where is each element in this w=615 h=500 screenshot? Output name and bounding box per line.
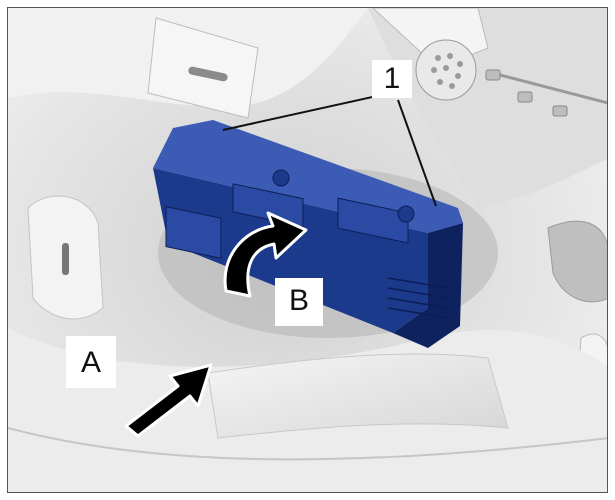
mounting-pin-left	[272, 169, 290, 187]
bracket-slot	[188, 66, 228, 82]
vent-lines	[387, 277, 449, 319]
push-arrow-a-icon	[124, 363, 213, 438]
control-unit-end	[393, 223, 463, 348]
callout-1-leaders	[222, 93, 437, 207]
grille-holes	[431, 53, 463, 89]
left-bracket-slot	[62, 243, 69, 275]
arrow-callout-b: B	[275, 278, 323, 326]
rotate-arrow-b-icon	[223, 211, 308, 298]
wiring-connectors	[485, 69, 607, 117]
illustration-frame	[7, 7, 608, 493]
mounting-pin-right	[397, 205, 415, 223]
illustration-canvas	[8, 8, 607, 492]
mounting-bracket-upper	[147, 17, 259, 119]
connector-ribs	[165, 183, 409, 259]
control-unit-top	[153, 120, 463, 233]
panel-rib	[207, 353, 509, 439]
panel-edge-line	[8, 427, 607, 461]
control-unit-front	[153, 168, 428, 333]
access-hole-right	[547, 220, 607, 303]
part-callout-1: 1	[372, 60, 412, 98]
control-unit	[153, 120, 463, 348]
arrow-callout-a: A	[66, 336, 116, 388]
